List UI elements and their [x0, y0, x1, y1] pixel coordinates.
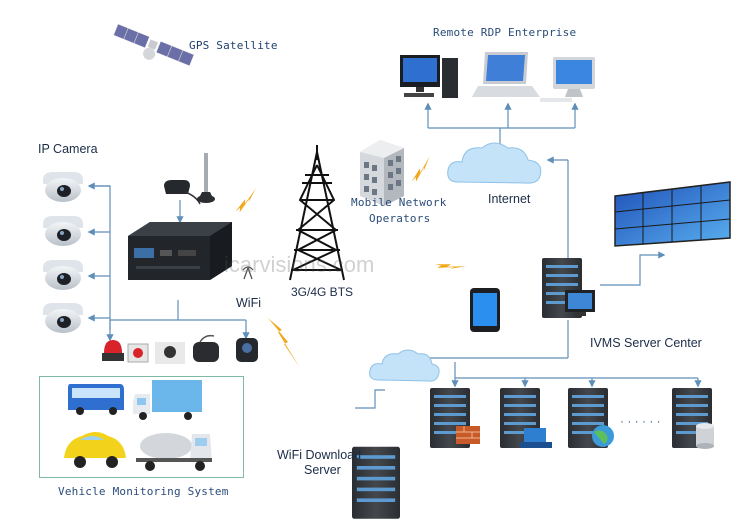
- cloud-icon: [447, 142, 542, 184]
- wifi-download-label-2: Server: [304, 463, 341, 477]
- radio-handset-icon: [193, 334, 219, 362]
- firewall-icon: [456, 426, 480, 444]
- database-icon: [696, 423, 714, 449]
- dome-camera-icon: [43, 260, 83, 290]
- car-icon: [64, 432, 126, 468]
- mixer-truck-icon: [136, 433, 212, 471]
- bus-icon: [68, 384, 124, 415]
- wifi-small-antenna-icon: [242, 266, 254, 280]
- cloud-icon: [369, 349, 440, 382]
- mobile-network-label: Mobile Network: [351, 196, 447, 209]
- desktop-monitor-icon: [400, 55, 458, 98]
- wifi-antenna-icon: [197, 153, 215, 203]
- video-wall-icon: [614, 181, 731, 247]
- alarm-light-icon: [102, 340, 124, 361]
- gps-satellite-icon: [113, 23, 195, 67]
- ivms-label: IVMS Server Center: [590, 336, 702, 350]
- vehicle-monitoring-label: Vehicle Monitoring System: [58, 485, 229, 498]
- truck-icon: [133, 380, 202, 420]
- tablet-phone-icon: [470, 288, 500, 332]
- wifi-label: WiFi: [236, 296, 261, 310]
- vehicle-monitoring-box: [39, 376, 244, 478]
- lightning-icon: [404, 156, 438, 184]
- dome-camera-icon: [43, 216, 83, 246]
- gps-satellite-label: GPS Satellite: [189, 39, 278, 52]
- mobile-network-label-2: Operators: [369, 212, 431, 225]
- bts-label: 3G/4G BTS: [291, 285, 354, 299]
- server-icon: [542, 258, 595, 318]
- lightning-icon: [230, 188, 262, 214]
- wifi-download-label: WiFi Download: [277, 448, 362, 462]
- imac-icon: [540, 57, 595, 102]
- dome-camera-icon: [43, 303, 83, 333]
- dome-camera-icon: [43, 172, 83, 202]
- laptop-icon: [472, 52, 540, 97]
- cell-tower-icon: [289, 145, 345, 281]
- watermark: icarvisions.com: [224, 252, 375, 277]
- driver-camera-icon: [236, 338, 258, 362]
- ellipsis-label: · · · · · ·: [620, 414, 661, 428]
- lightning-icon: [268, 318, 300, 368]
- remote-rdp-label: Remote RDP Enterprise: [433, 26, 577, 39]
- ip-camera-label: IP Camera: [38, 142, 98, 156]
- mdvr-unit-icon: [128, 222, 232, 280]
- panic-button-icon: [127, 343, 149, 363]
- connection-lines: [87, 102, 702, 409]
- lightning-icon: [433, 252, 467, 280]
- microphone-icon: [155, 342, 185, 364]
- network-hub-icon: [520, 428, 552, 448]
- gps-antenna-icon: [164, 180, 201, 205]
- building-icon: [360, 140, 404, 206]
- globe-icon: [592, 425, 614, 447]
- internet-label: Internet: [488, 192, 531, 206]
